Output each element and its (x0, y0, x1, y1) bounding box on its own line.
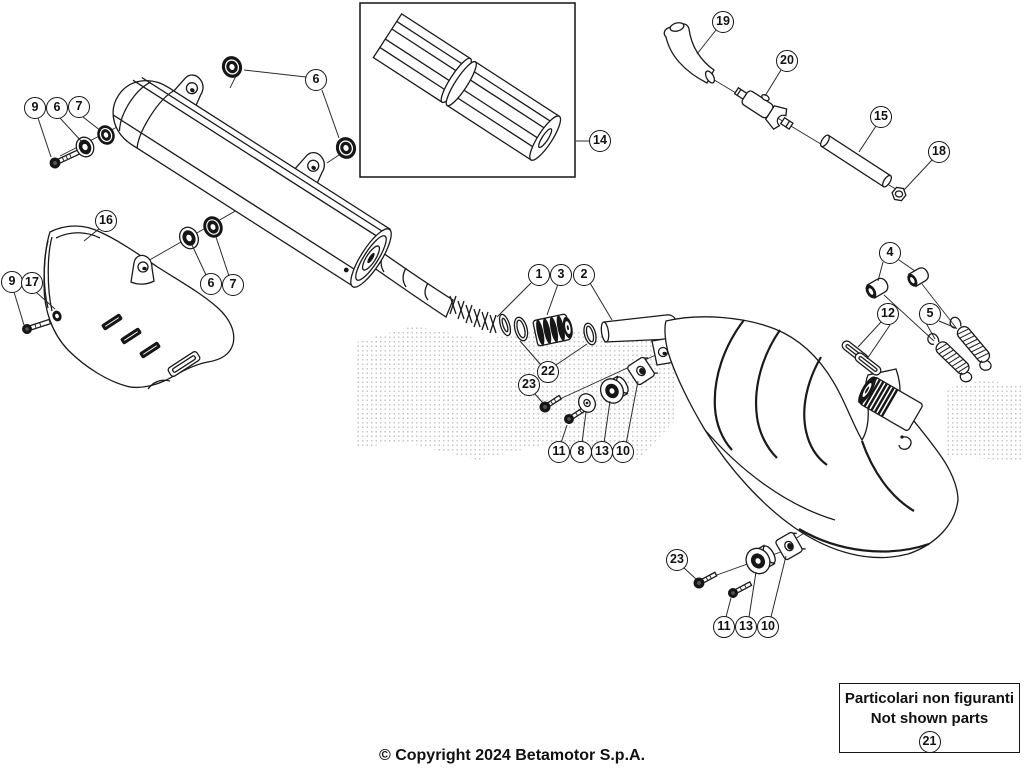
callout-23: 23 (666, 549, 688, 571)
flex-braid (449, 295, 497, 334)
bracket-group-middle (539, 356, 658, 424)
watermark-halftone-2 (946, 380, 1024, 462)
gasket-12b (854, 352, 882, 376)
nut-17 (52, 310, 62, 322)
callout-20: 20 (776, 50, 798, 72)
callout-13: 13 (735, 616, 757, 638)
callout-16: 16 (95, 210, 117, 232)
callout-6: 6 (46, 97, 68, 119)
callout-22: 22 (537, 361, 559, 383)
cap-4b (907, 267, 929, 288)
muffler-mount-hardware (22, 56, 357, 334)
gasket-1 (498, 313, 512, 337)
screw-9b (22, 318, 52, 334)
cap-4a (865, 277, 889, 299)
callout-21: 21 (918, 730, 941, 753)
right-side-hardware (841, 267, 992, 383)
callout-5: 5 (919, 303, 941, 325)
bracket-group-lower (693, 531, 806, 598)
spring-5b (949, 316, 992, 371)
silencer-packing-14 (372, 13, 562, 161)
callout-11: 11 (713, 616, 735, 638)
clamp-10a (627, 356, 658, 386)
callout-2: 2 (573, 264, 595, 286)
callout-3: 3 (550, 264, 572, 286)
not-shown-parts-box: Particolari non figuranti Not shown part… (839, 683, 1020, 753)
chamber-inlet-throat (858, 376, 923, 431)
callout-15: 15 (870, 106, 892, 128)
callout-6: 6 (305, 69, 327, 91)
callout-13: 13 (591, 441, 613, 463)
callout-6: 6 (200, 273, 222, 295)
callout-12: 12 (877, 303, 899, 325)
breather-parts (663, 22, 907, 202)
fitting-20 (733, 86, 794, 130)
callout-9: 9 (1, 271, 23, 293)
spring-coupler-3 (532, 313, 573, 347)
leader-lines (13, 29, 957, 618)
muffler-silencer (112, 74, 512, 337)
not-shown-text-italian: Particolari non figuranti (844, 690, 1015, 707)
heat-shield (43, 225, 235, 390)
callout-11: 11 (548, 441, 570, 463)
tube-15 (819, 134, 893, 188)
callout-1: 1 (528, 264, 550, 286)
callout-10: 10 (612, 441, 634, 463)
callout-10: 10 (757, 616, 779, 638)
pipe-joint-parts (513, 313, 679, 366)
callout-14: 14 (589, 130, 611, 152)
not-shown-text-english: Not shown parts (870, 710, 989, 728)
callout-9: 9 (24, 97, 46, 119)
spring-5a (927, 333, 973, 383)
bushing-13b (745, 544, 776, 575)
inset-detail-box (359, 2, 576, 178)
callout-17: 17 (21, 272, 43, 294)
callout-7: 7 (68, 96, 90, 118)
nut-18 (891, 186, 907, 202)
callout-4: 4 (879, 242, 901, 264)
callout-7: 7 (222, 274, 244, 296)
callout-8: 8 (570, 441, 592, 463)
callout-23: 23 (518, 374, 540, 396)
expansion-chamber (664, 316, 959, 559)
callout-18: 18 (928, 141, 950, 163)
copyright-text: © Copyright 2024 Betamotor S.p.A. (378, 747, 646, 764)
bushing-13a (599, 375, 629, 404)
screw-9 (49, 149, 81, 169)
clamp-10b (775, 531, 806, 561)
callout-19: 19 (712, 11, 734, 33)
